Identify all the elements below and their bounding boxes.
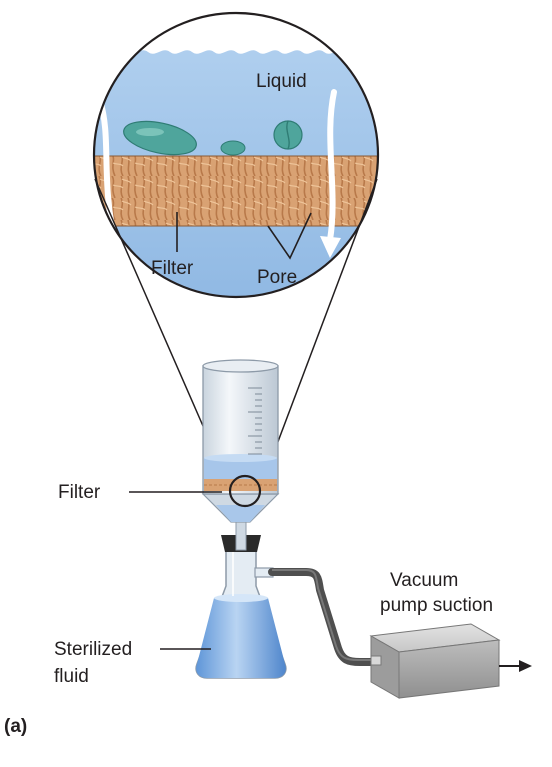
zoom-connector-right: [258, 178, 378, 493]
filter-zoom-label: Filter: [151, 258, 194, 279]
filter-label: Filter: [58, 482, 101, 503]
vacuum-label-line2: pump suction: [380, 595, 493, 616]
liquid-surface: [94, 13, 378, 54]
liquid-label: Liquid: [256, 71, 307, 92]
sterilized-fluid-label-line1: Sterilized: [54, 639, 132, 660]
sterilized-fluid-label-line2: fluid: [54, 666, 89, 687]
filter-flask: [195, 535, 287, 679]
sterilized-fluid-liquid: [196, 598, 286, 678]
vacuum-label-line1: Vacuum: [390, 570, 458, 591]
vacuum-pump-box: [369, 623, 501, 699]
magnify-circle-small: [228, 474, 262, 508]
vacuum-tubing: [268, 568, 380, 666]
pore-label: Pore: [257, 267, 297, 288]
filter-funnel-unit: [201, 359, 280, 551]
microbe-small: [220, 140, 246, 156]
filter-membrane-band: [94, 156, 378, 226]
right-arrow-icon: [499, 660, 532, 672]
pore-pointer-lines: [267, 212, 312, 260]
white-flow-arrow-icon: [320, 89, 341, 258]
panel-letter: (a): [4, 716, 27, 737]
graduation-marks: [248, 387, 262, 455]
microbe-round: [273, 120, 303, 150]
